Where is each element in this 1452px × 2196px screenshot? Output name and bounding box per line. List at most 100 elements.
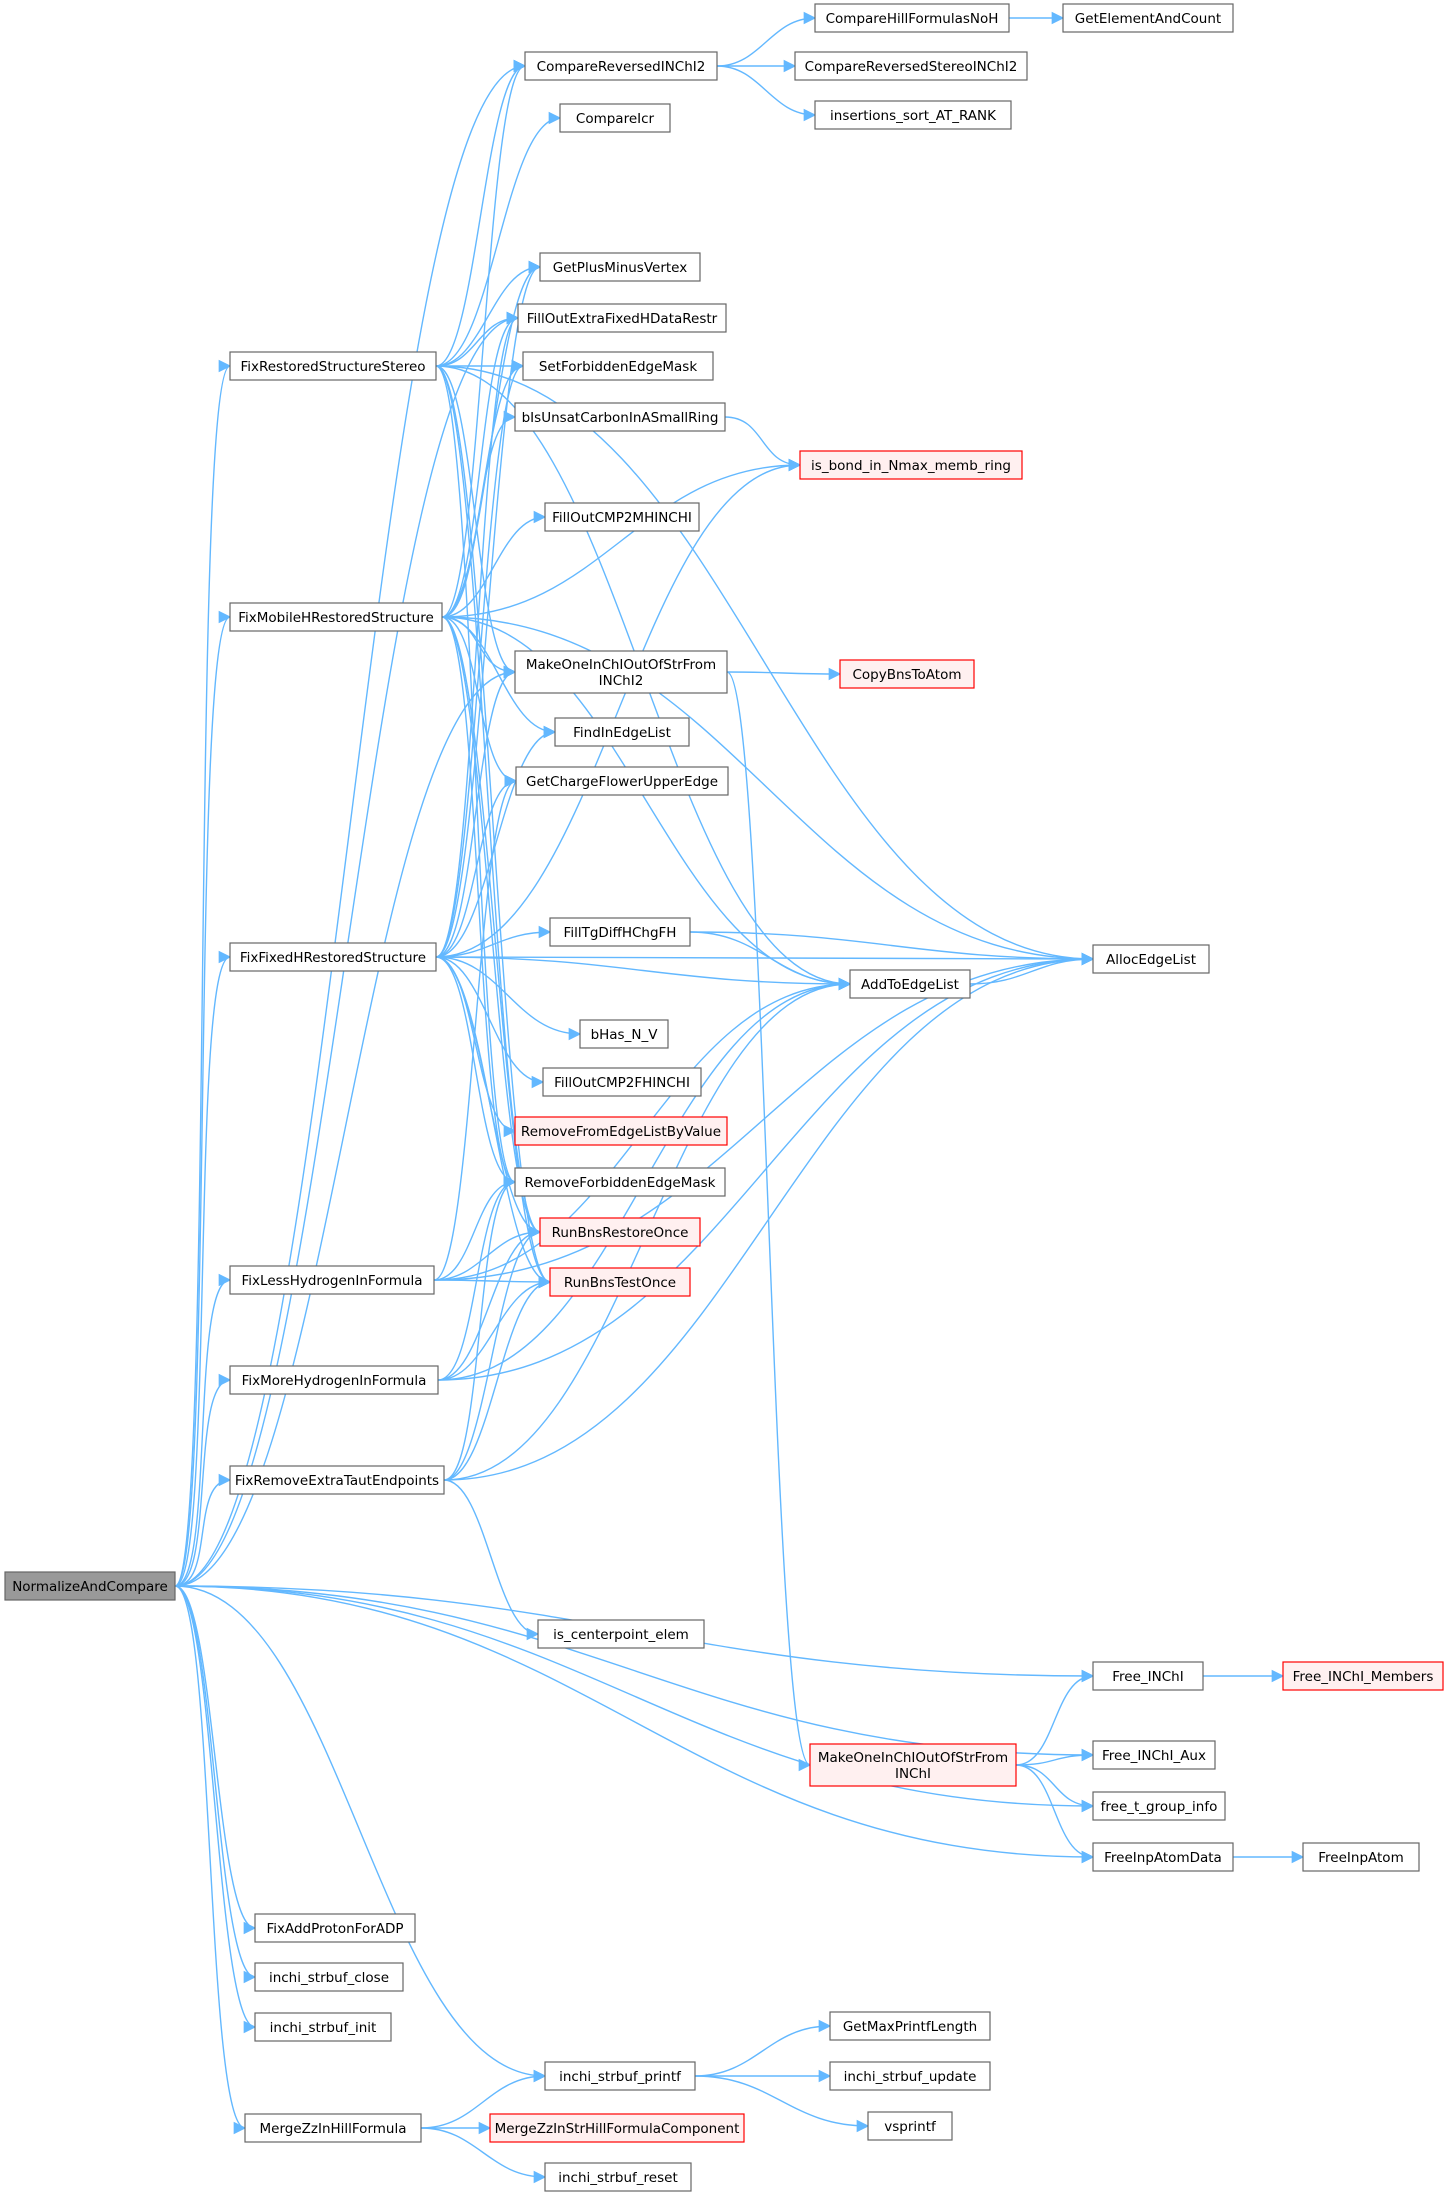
edge-fixFixedH-to-fillTgDiff [435, 925, 552, 958]
node-freeINChIAux[interactable]: Free_INChI_Aux [1092, 1740, 1216, 1770]
node-freeInpAtom[interactable]: FreeInpAtom [1302, 1842, 1420, 1872]
node-fixMoreH[interactable]: FixMoreHydrogenInFormula [229, 1365, 439, 1395]
node-fixRestoredStereo[interactable]: FixRestoredStructureStereo [229, 351, 437, 381]
node-box [1092, 1661, 1204, 1691]
node-copyBns[interactable]: CopyBnsToAtom [839, 659, 975, 689]
edge-fixMobileH-to-isBondRing [441, 458, 802, 618]
node-box [1092, 1842, 1234, 1872]
edge-root-to-fixFixedH [174, 950, 232, 1587]
node-box [229, 602, 443, 632]
node-box [515, 766, 729, 796]
edge-root-to-makeOne2 [174, 665, 517, 1587]
node-root[interactable]: NormalizeAndCompare [4, 1571, 176, 1601]
node-compareRevStereo[interactable]: CompareReversedStereoINChI2 [794, 51, 1028, 81]
node-compareIcr[interactable]: CompareIcr [559, 103, 671, 133]
node-label: RemoveForbiddenEdgeMask [525, 1175, 716, 1191]
node-label: FreeInpAtom [1318, 1850, 1403, 1866]
node-getMaxPrintf[interactable]: GetMaxPrintfLength [829, 2011, 991, 2041]
node-box [229, 1465, 445, 1495]
node-fillCMP2M[interactable]: FillOutCMP2MHINCHI [544, 502, 700, 532]
edge-fixMoreH-to-runBnsRestore [437, 1225, 542, 1381]
node-freeInpAtomData[interactable]: FreeInpAtomData [1092, 1842, 1234, 1872]
node-label: insertions_sort_AT_RANK [830, 108, 997, 124]
edge-root-to-strbufClose [174, 1585, 257, 1984]
node-label: inchi_strbuf_reset [558, 2170, 677, 2186]
node-label: CompareReversedStereoINChI2 [805, 59, 1018, 75]
node-fixRemoveTaut[interactable]: FixRemoveExtraTautEndpoints [229, 1465, 445, 1495]
edge-root-to-compareRev [174, 59, 527, 1587]
node-box [794, 51, 1028, 81]
edge-fixMobileH-to-allocEdge [441, 616, 1095, 966]
node-findInEdge[interactable]: FindInEdgeList [554, 717, 690, 747]
node-mergeZzComp[interactable]: MergeZzInStrHillFormulaComponent [489, 2113, 745, 2143]
node-fixLessH[interactable]: FixLessHydrogenInFormula [229, 1265, 435, 1295]
edge-root-to-fixMobileH [174, 610, 232, 1587]
node-box [809, 1743, 1017, 1787]
node-removeForbidden[interactable]: RemoveForbiddenEdgeMask [514, 1167, 726, 1197]
node-bHasNV[interactable]: bHas_N_V [579, 1019, 669, 1049]
node-box [514, 1167, 726, 1197]
node-box [544, 2162, 692, 2192]
node-label: FillTgDiffHChgFH [564, 925, 677, 941]
node-allocEdge[interactable]: AllocEdgeList [1092, 944, 1210, 974]
node-runBnsTest[interactable]: RunBnsTestOnce [549, 1267, 691, 1297]
edge-fixRemoveTaut-to-removeForbidden [443, 1175, 517, 1481]
node-label: FixAddProtonForADP [266, 1921, 403, 1937]
node-bIsUnsat[interactable]: bIsUnsatCarbonInASmallRing [514, 402, 726, 432]
node-setForbidden[interactable]: SetForbiddenEdgeMask [522, 351, 714, 381]
edge-fixMobileH-to-bIsUnsat [441, 410, 517, 618]
node-fillTgDiff[interactable]: FillTgDiffHChgFH [549, 917, 691, 947]
edge-fixFixedH-to-makeOne2 [435, 665, 517, 958]
node-box [514, 650, 728, 694]
node-fixMobileH[interactable]: FixMobileHRestoredStructure [229, 602, 443, 632]
node-vsprintf[interactable]: vsprintf [867, 2111, 953, 2141]
node-isCenterpoint[interactable]: is_centerpoint_elem [537, 1619, 705, 1649]
node-compareRev[interactable]: CompareReversedINChI2 [524, 51, 718, 81]
node-strbufClose[interactable]: inchi_strbuf_close [254, 1962, 404, 1992]
edge-fixFixedH-to-getChargeFlower [435, 774, 518, 958]
node-box [229, 1265, 435, 1295]
node-box [799, 450, 1023, 480]
node-getElemCount[interactable]: GetElementAndCount [1062, 3, 1234, 33]
node-freeINChIMembers[interactable]: Free_INChI_Members [1282, 1661, 1444, 1691]
node-runBnsRestore[interactable]: RunBnsRestoreOnce [539, 1217, 701, 1247]
edge-root-to-strbufInit [174, 1585, 257, 2034]
node-fixAddProton[interactable]: FixAddProtonForADP [254, 1913, 416, 1943]
edge-root-to-fixMoreH [174, 1373, 232, 1587]
node-getPlusMinus[interactable]: GetPlusMinusVertex [539, 252, 701, 282]
edge-fillTgDiff-to-allocEdge [689, 931, 1095, 966]
node-strbufReset[interactable]: inchi_strbuf_reset [544, 2162, 692, 2192]
node-fillCMP2F[interactable]: FillOutCMP2FHINCHI [542, 1067, 702, 1097]
node-removeFromEdge[interactable]: RemoveFromEdgeListByValue [514, 1116, 728, 1146]
edge-fixMoreH-to-removeForbidden [437, 1175, 517, 1381]
edge-fixRestoredStereo-to-removeForbidden [435, 365, 517, 1189]
node-box [579, 1019, 669, 1049]
node-insertionsSort[interactable]: insertions_sort_AT_RANK [814, 100, 1012, 130]
edge-fixRestoredStereo-to-getPlusMinus [435, 260, 542, 367]
node-strbufInit[interactable]: inchi_strbuf_init [254, 2012, 392, 2042]
node-addToEdge[interactable]: AddToEdgeList [849, 969, 971, 999]
node-freeTGroup[interactable]: free_t_group_info [1092, 1791, 1226, 1821]
node-freeINChI[interactable]: Free_INChI [1092, 1661, 1204, 1691]
edge-makeOne-to-freeTGroup [1015, 1764, 1095, 1813]
node-box [537, 1619, 705, 1649]
node-getChargeFlower[interactable]: GetChargeFlowerUpperEdge [515, 766, 729, 796]
node-label: inchi_strbuf_close [269, 1970, 389, 1986]
node-label: CompareHillFormulasNoH [826, 11, 999, 27]
node-mergeZz[interactable]: MergeZzInHillFormula [244, 2113, 422, 2143]
node-strbufPrintf[interactable]: inchi_strbuf_printf [544, 2061, 696, 2091]
node-label: CompareIcr [576, 111, 655, 127]
node-label: inchi_strbuf_printf [559, 2069, 682, 2085]
edge-root-to-fixRestoredStereo [174, 360, 232, 1587]
node-strbufUpdate[interactable]: inchi_strbuf_update [829, 2061, 991, 2091]
node-fillOutExtra[interactable]: FillOutExtraFixedHDataRestr [517, 303, 727, 333]
edge-fixRemoveTaut-to-runBnsTest [443, 1275, 552, 1481]
node-fixFixedH[interactable]: FixFixedHRestoredStructure [229, 942, 437, 972]
edge-compareRev-to-insertionsSort [716, 65, 817, 122]
edge-fixMobileH-to-fillCMP2M [441, 510, 547, 618]
node-isBondRing[interactable]: is_bond_in_Nmax_memb_ring [799, 450, 1023, 480]
node-box [1092, 944, 1210, 974]
node-compareHill[interactable]: CompareHillFormulasNoH [814, 3, 1010, 33]
